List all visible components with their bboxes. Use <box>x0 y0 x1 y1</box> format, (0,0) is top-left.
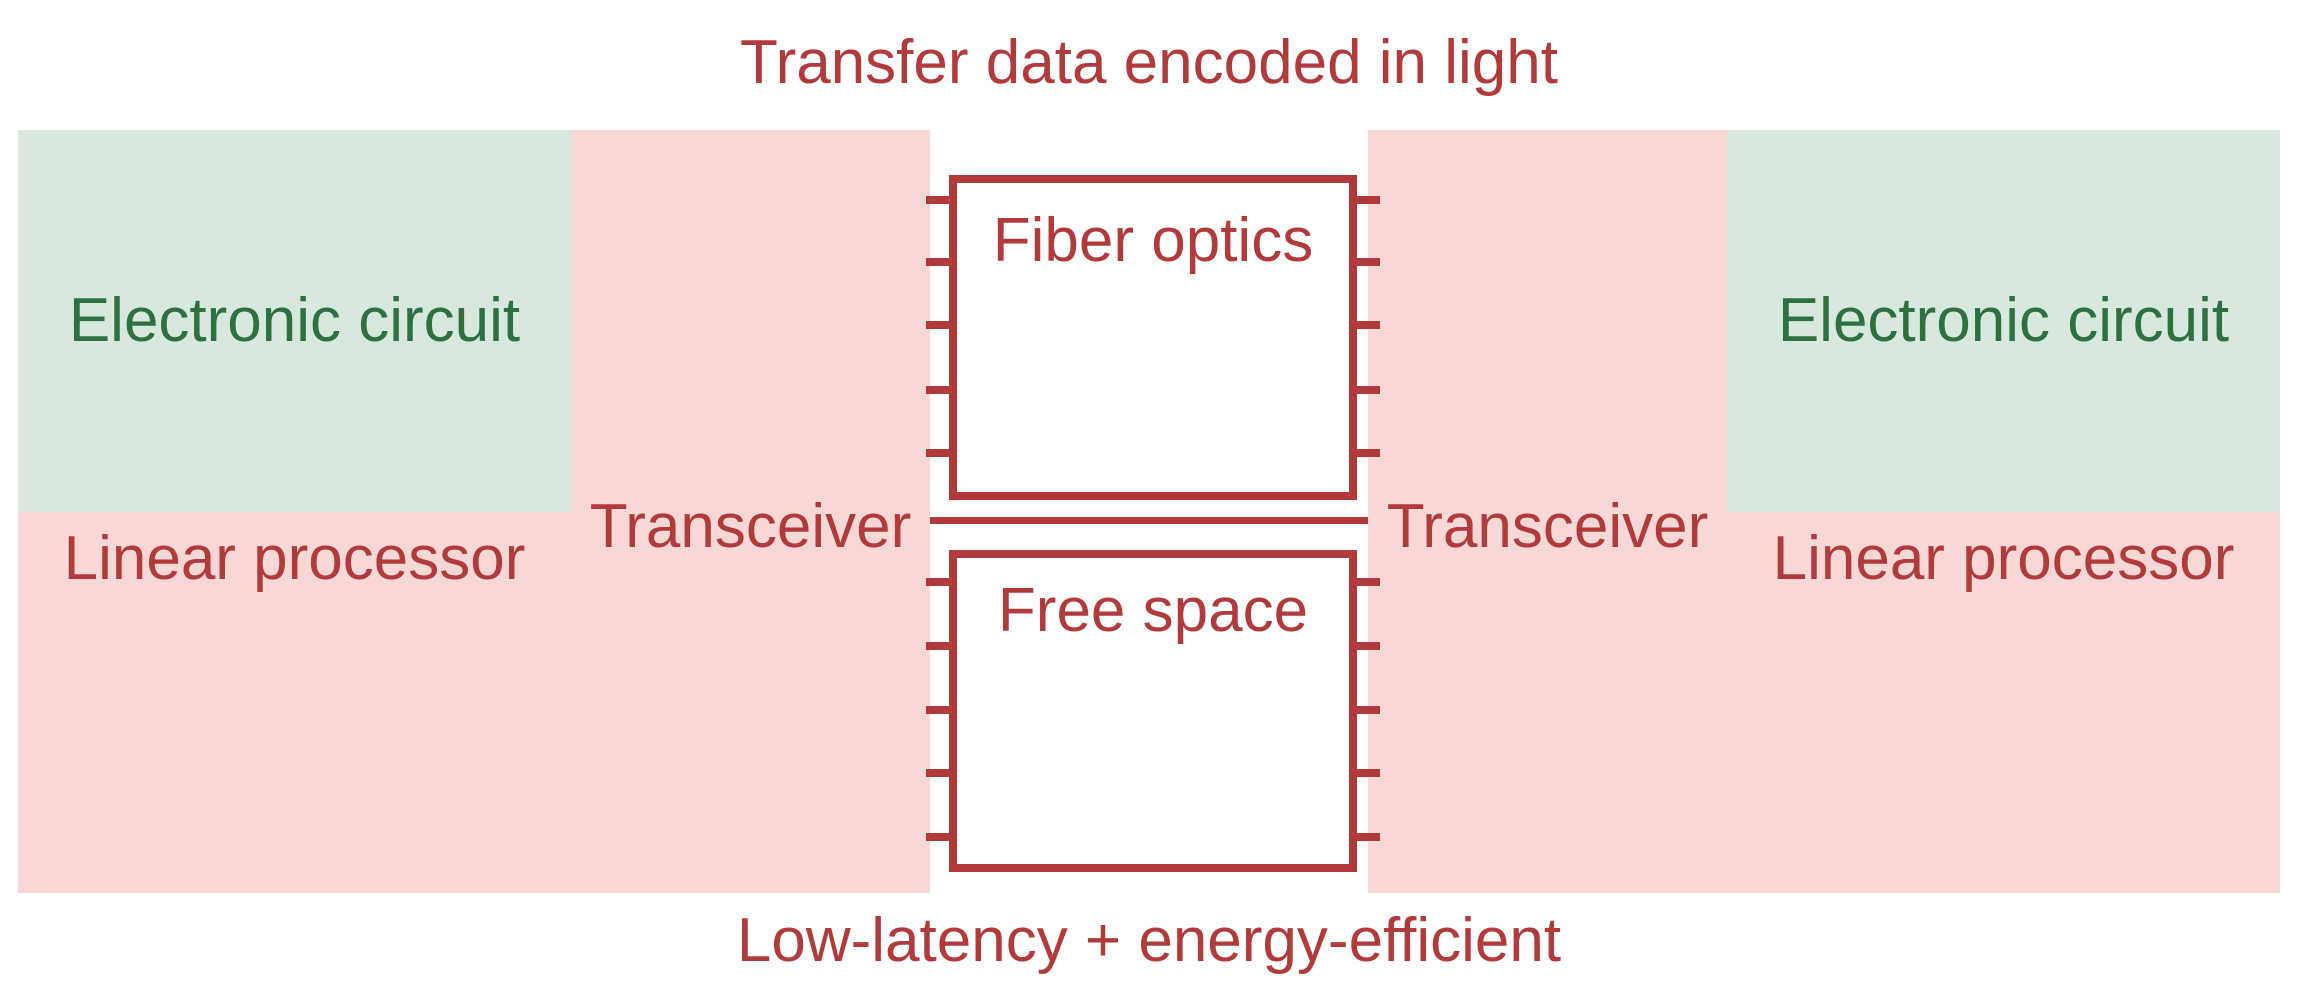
chip-pin <box>1356 386 1380 394</box>
diagram-tagline: Low-latency + energy-efficient <box>736 906 1562 975</box>
electronic-circuit-left-box <box>18 130 571 512</box>
diagram-title: Transfer data encoded in light <box>740 28 1558 97</box>
transceiver-left-label: Transceiver <box>589 492 912 561</box>
chip-pin <box>1356 706 1380 714</box>
linear-processor-left-label: Linear processor <box>63 524 526 593</box>
chip-pin <box>926 578 950 586</box>
electronic-circuit-left-label: Electronic circuit <box>68 286 521 355</box>
electronic-circuit-right-box <box>1727 130 2280 512</box>
chip-pin <box>926 386 950 394</box>
chip-pin <box>1356 833 1380 841</box>
chip-pin <box>926 833 950 841</box>
fiber-optics-label: Fiber optics <box>992 206 1314 275</box>
chip-pin <box>926 258 950 266</box>
optical-link-line <box>930 517 1368 524</box>
chip-pin <box>1356 449 1380 457</box>
chip-pin <box>1356 578 1380 586</box>
chip-pin <box>926 449 950 457</box>
linear-processor-left-box <box>18 512 571 893</box>
chip-pin <box>1356 321 1380 329</box>
chip-pin <box>926 196 950 204</box>
chip-pin <box>926 642 950 650</box>
chip-pin <box>1356 642 1380 650</box>
linear-processor-right-label: Linear processor <box>1772 524 2235 593</box>
transceiver-left-box <box>571 130 930 893</box>
free-space-label: Free space <box>997 576 1309 645</box>
chip-pin <box>1356 769 1380 777</box>
free-space-chip <box>949 550 1357 872</box>
chip-pin <box>926 321 950 329</box>
transceiver-right-box <box>1368 130 1727 893</box>
linear-processor-right-box <box>1727 512 2280 893</box>
chip-pin <box>1356 196 1380 204</box>
chip-pin <box>926 769 950 777</box>
fiber-optics-chip <box>949 175 1357 500</box>
chip-pin <box>926 706 950 714</box>
electronic-circuit-right-label: Electronic circuit <box>1777 286 2230 355</box>
chip-pin <box>1356 258 1380 266</box>
transceiver-right-label: Transceiver <box>1386 492 1709 561</box>
